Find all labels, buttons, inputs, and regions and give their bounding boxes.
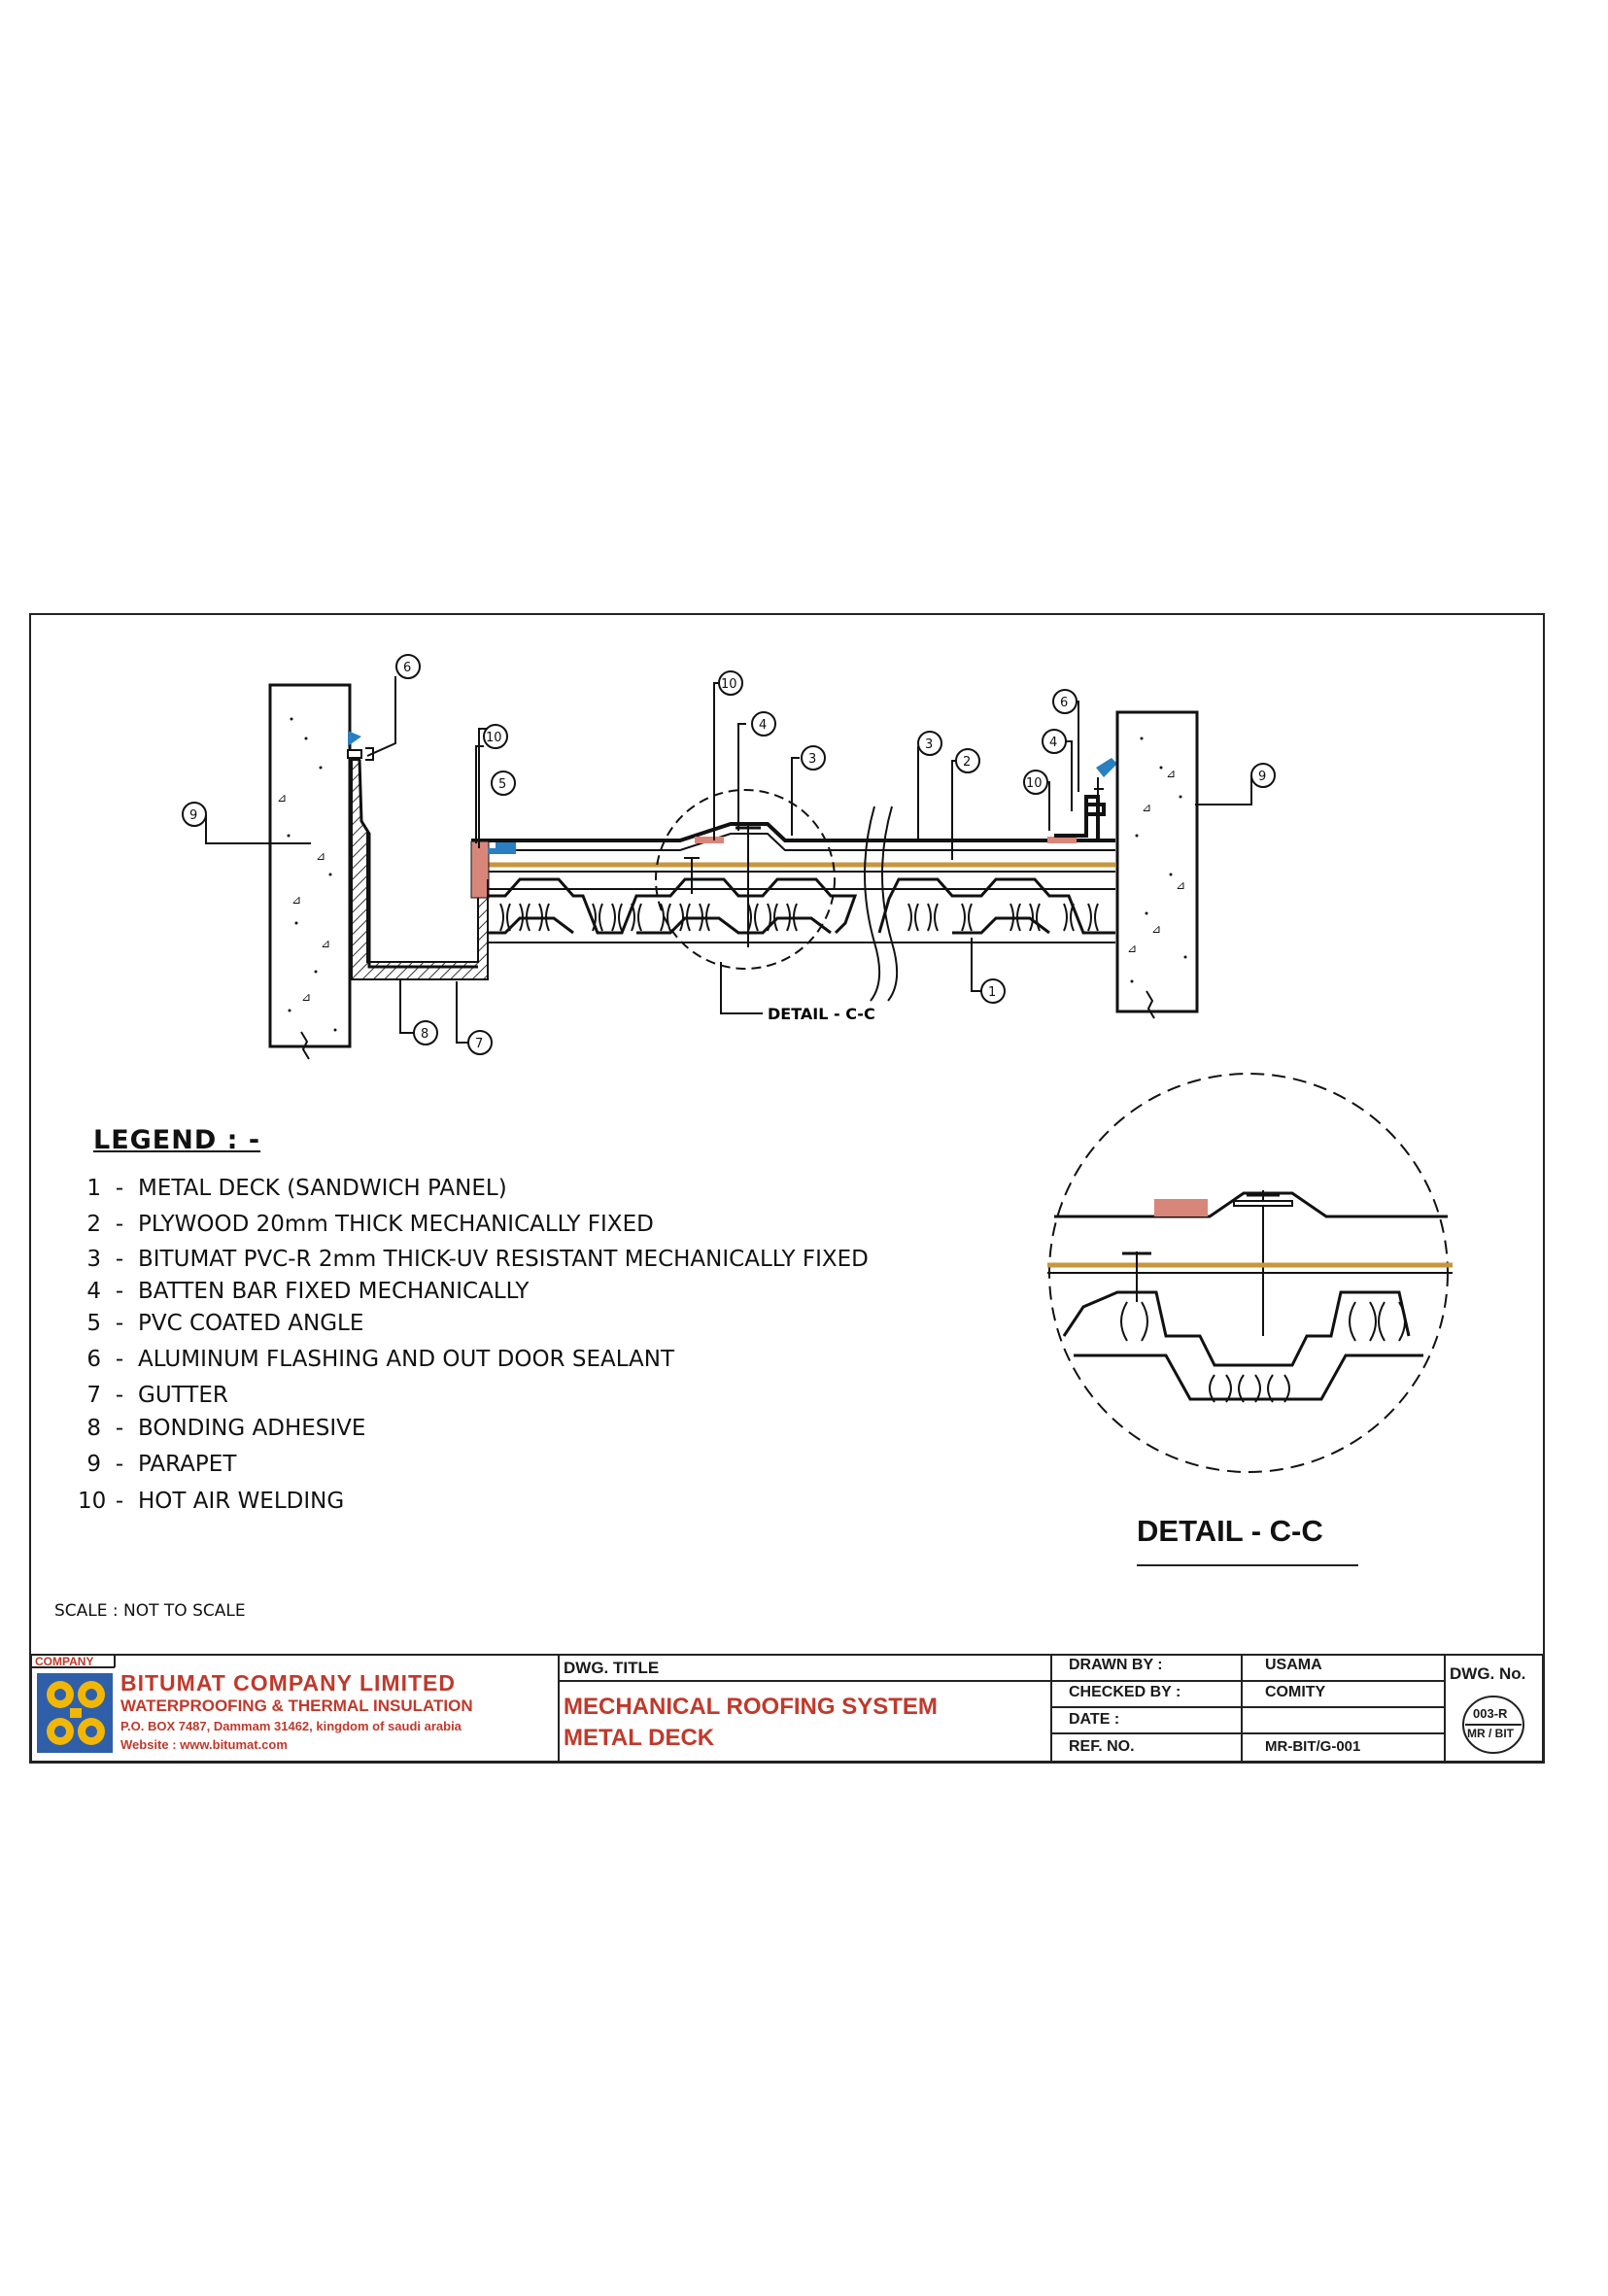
section-label: DETAIL - C-C [768, 1005, 875, 1023]
company-name: BITUMAT COMPANY LIMITED [120, 1670, 456, 1696]
dwg-title-line2: METAL DECK [564, 1725, 715, 1751]
dwg-no-label: DWG. No. [1450, 1664, 1526, 1683]
dwg-no-top: 003-R [1473, 1706, 1508, 1721]
svg-text:1: 1 [988, 985, 996, 1000]
svg-text:9: 9 [189, 808, 197, 823]
dwg-title-label: DWG. TITLE [564, 1659, 660, 1677]
company-tag: COMPANY [35, 1655, 94, 1668]
drawn-by-label: DRAWN BY : [1069, 1657, 1163, 1673]
svg-text:⊿: ⊿ [291, 893, 301, 907]
checked-by-label: CHECKED BY : [1069, 1684, 1181, 1700]
dwg-number-badge [1462, 1696, 1524, 1754]
svg-text:7: 7 [475, 1037, 483, 1051]
svg-text:4: 4 [1049, 736, 1057, 750]
legend-item: 6-ALUMINUM FLASHING AND OUT DOOR SEALANT [86, 1347, 675, 1372]
svg-text:⊿: ⊿ [316, 849, 325, 863]
svg-text:3: 3 [808, 752, 816, 767]
scale-note: SCALE : NOT TO SCALE [54, 1601, 246, 1621]
right-parapet: ⊿ ⊿ ⊿ ⊿ ⊿ [1115, 710, 1199, 1019]
metal-deck-profile [488, 877, 1115, 935]
legend-item: 9-PARAPET [86, 1452, 237, 1477]
svg-text:8: 8 [421, 1027, 428, 1042]
svg-text:⊿: ⊿ [1176, 878, 1185, 892]
company-address: P.O. BOX 7487, Dammam 31462, kingdom of … [120, 1719, 462, 1733]
svg-text:2: 2 [963, 755, 971, 770]
legend-item: 1-METAL DECK (SANDWICH PANEL) [86, 1176, 507, 1201]
detail-marker [655, 789, 836, 970]
detail-title: DETAIL - C-C [1137, 1514, 1323, 1548]
gutter [351, 759, 489, 980]
svg-text:10: 10 [721, 677, 737, 692]
legend-item: 2-PLYWOOD 20mm THICK MECHANICALLY FIXED [86, 1212, 654, 1237]
svg-text:10: 10 [1026, 776, 1043, 791]
checked-by-value: COMITY [1265, 1684, 1326, 1700]
break-lines [864, 805, 899, 1002]
company-website: Website : www.bitumat.com [120, 1737, 288, 1752]
svg-text:⊿: ⊿ [321, 937, 330, 950]
dwg-no-bottom: MR / BIT [1467, 1727, 1514, 1740]
company-logo [37, 1673, 113, 1753]
svg-text:⊿: ⊿ [277, 791, 287, 805]
svg-text:6: 6 [403, 661, 411, 675]
ref-no-label: REF. NO. [1069, 1738, 1135, 1755]
legend-item: 3-BITUMAT PVC-R 2mm THICK-UV RESISTANT M… [86, 1247, 869, 1272]
legend-item: 10-HOT AIR WELDING [78, 1489, 345, 1514]
svg-text:5: 5 [498, 777, 506, 792]
legend-item: 8-BONDING ADHESIVE [86, 1416, 366, 1441]
svg-text:⊿: ⊿ [1127, 942, 1137, 955]
legend-title: LEGEND : - [93, 1125, 261, 1155]
svg-text:⊿: ⊿ [1166, 767, 1176, 780]
dwg-title-line1: MECHANICAL ROOFING SYSTEM [564, 1694, 938, 1720]
svg-text:⊿: ⊿ [1151, 922, 1161, 936]
svg-text:6: 6 [1060, 696, 1068, 710]
legend-item: 7-GUTTER [86, 1383, 228, 1408]
ref-no-value: MR-BIT/G-001 [1265, 1738, 1361, 1755]
drawn-by-value: USAMA [1265, 1657, 1322, 1673]
svg-text:4: 4 [759, 718, 767, 733]
svg-text:⊿: ⊿ [1142, 801, 1151, 814]
callout-bubbles: 9 6 10 5 8 7 10 4 3 3 2 1 6 4 10 9 [182, 654, 1276, 1055]
svg-text:9: 9 [1258, 770, 1266, 784]
detail-title-underline [1137, 1564, 1358, 1566]
svg-text:10: 10 [486, 731, 502, 745]
legend-item: 4-BATTEN BAR FIXED MECHANICALLY [86, 1279, 530, 1304]
company-subtitle: WATERPROOFING & THERMAL INSULATION [120, 1696, 473, 1715]
svg-text:3: 3 [925, 737, 933, 752]
detail-c-c-enlarged [1047, 1073, 1453, 1473]
title-block-grid [30, 1654, 1544, 1763]
legend-item: 5-PVC COATED ANGLE [86, 1311, 364, 1336]
roof-layers [470, 822, 1115, 947]
left-parapet: ⊿ ⊿ ⊿ ⊿ ⊿ [268, 683, 352, 1060]
right-upstand [1054, 758, 1117, 840]
svg-text:⊿: ⊿ [301, 990, 311, 1004]
date-label: DATE : [1069, 1711, 1120, 1728]
